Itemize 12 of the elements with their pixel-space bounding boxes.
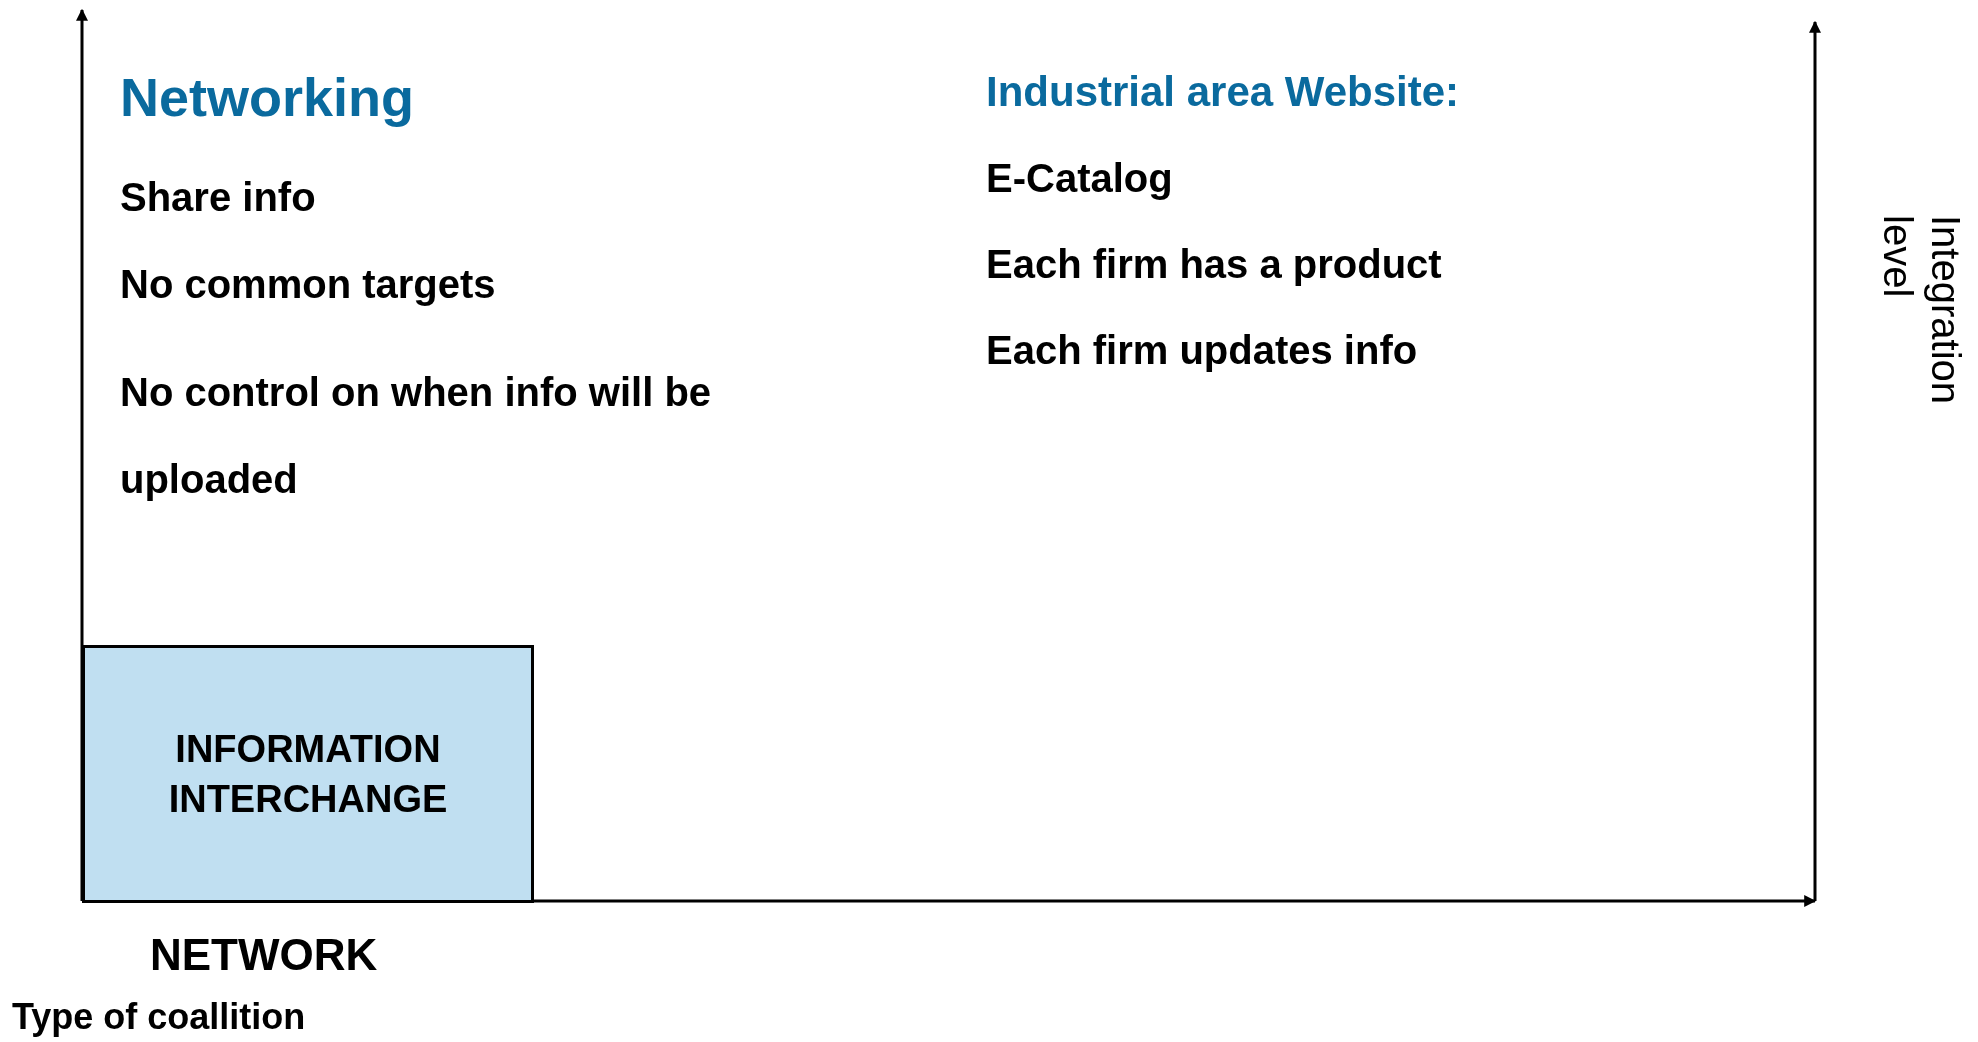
category-box: INFORMATION INTERCHANGE — [82, 645, 534, 903]
bullet-text: E-Catalog — [986, 156, 1173, 201]
bullet-text: No common targets — [120, 262, 496, 307]
bullet-text: Each firm has a product — [986, 242, 1442, 287]
section-heading: Industrial area Website: — [986, 68, 1460, 116]
bullet-text: Share info — [120, 175, 316, 220]
category-label: NETWORK — [150, 930, 378, 980]
section-heading: Networking — [120, 66, 415, 128]
axis-title: Type of coallition — [12, 996, 306, 1038]
bullet-text: No control on when info will be uploaded — [120, 369, 713, 503]
axis-title: Integration level — [1875, 215, 1969, 407]
bullet-text: Each firm updates info — [986, 328, 1418, 373]
